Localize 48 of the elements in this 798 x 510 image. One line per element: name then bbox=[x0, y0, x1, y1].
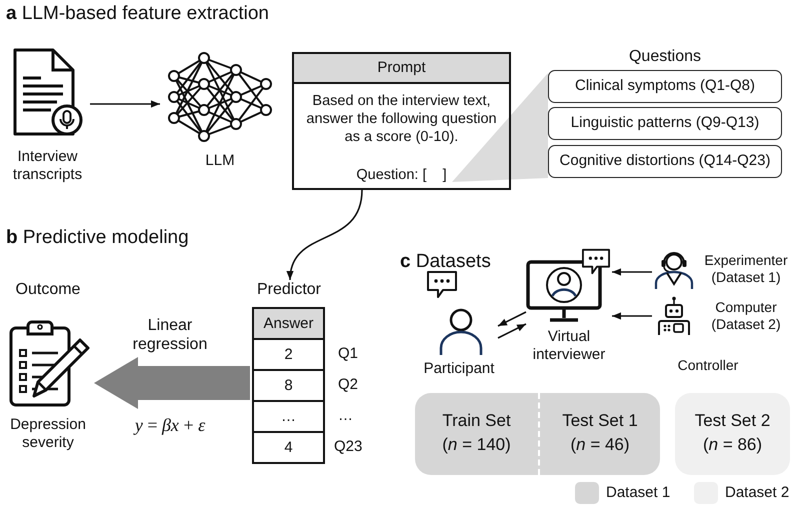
category-box: Clinical symptoms (Q1-Q8) bbox=[548, 70, 782, 103]
arrow bbox=[90, 100, 160, 108]
table-cell: 8 bbox=[252, 369, 325, 402]
node-label: Outcome bbox=[14, 280, 82, 299]
table-header-cell: Answer bbox=[252, 307, 325, 340]
table-cell: … bbox=[252, 400, 325, 433]
arrow bbox=[612, 312, 652, 320]
arrow bbox=[498, 311, 526, 327]
sample-size: (n = 46) bbox=[569, 435, 631, 455]
dataset-block bbox=[415, 393, 538, 475]
row-label: … bbox=[338, 407, 353, 425]
node-label: Depression severity bbox=[9, 416, 87, 452]
prompt-box bbox=[292, 52, 511, 190]
set-name: Train Set bbox=[441, 411, 512, 431]
node-label: Virtual interviewer bbox=[532, 328, 606, 364]
category-box: Linguistic patterns (Q9-Q13) bbox=[548, 107, 782, 140]
sample-size: (n = 86) bbox=[702, 435, 764, 455]
sample-size: (n = 140) bbox=[441, 435, 512, 455]
node-label: Experimenter (Dataset 1) bbox=[703, 252, 789, 286]
node-label: Interview transcripts bbox=[12, 148, 84, 184]
group-heading: Questions bbox=[628, 47, 702, 67]
node-label: LLM bbox=[204, 152, 236, 170]
table-cell: 4 bbox=[252, 431, 325, 464]
node-label: Computer (Dataset 2) bbox=[710, 299, 782, 333]
dataset-block bbox=[538, 393, 660, 475]
set-name: Test Set 1 bbox=[561, 411, 639, 431]
question-line: Question: [ ] bbox=[356, 166, 447, 184]
prompt-header: Prompt bbox=[294, 54, 509, 84]
legend-label: Dataset 2 bbox=[725, 484, 790, 502]
block-arrow bbox=[94, 357, 250, 409]
panel-title: c Datasets bbox=[400, 250, 491, 274]
set-name: Test Set 2 bbox=[694, 411, 772, 431]
category-box: Cognitive distortions (Q14-Q23) bbox=[548, 145, 782, 178]
row-label: Q2 bbox=[338, 376, 358, 394]
group-heading: Controller bbox=[676, 356, 740, 374]
regression-formula: y = βx + ε bbox=[132, 414, 206, 437]
table-cell: 2 bbox=[252, 338, 325, 371]
node-label: Predictor bbox=[256, 280, 322, 299]
curved-arrow bbox=[288, 190, 363, 280]
node-label: Participant bbox=[422, 360, 496, 378]
panel-title: b Predictive modeling bbox=[6, 226, 189, 250]
arrow bbox=[498, 323, 526, 339]
arrow bbox=[612, 268, 652, 276]
legend-label: Dataset 1 bbox=[606, 484, 670, 502]
row-label: Q23 bbox=[334, 438, 362, 456]
row-label: Q1 bbox=[338, 345, 358, 363]
prompt-text: Based on the interview text, answer the following question as a score (0-10). bbox=[305, 92, 498, 146]
panel-title: a LLM-based feature extraction bbox=[6, 2, 269, 26]
